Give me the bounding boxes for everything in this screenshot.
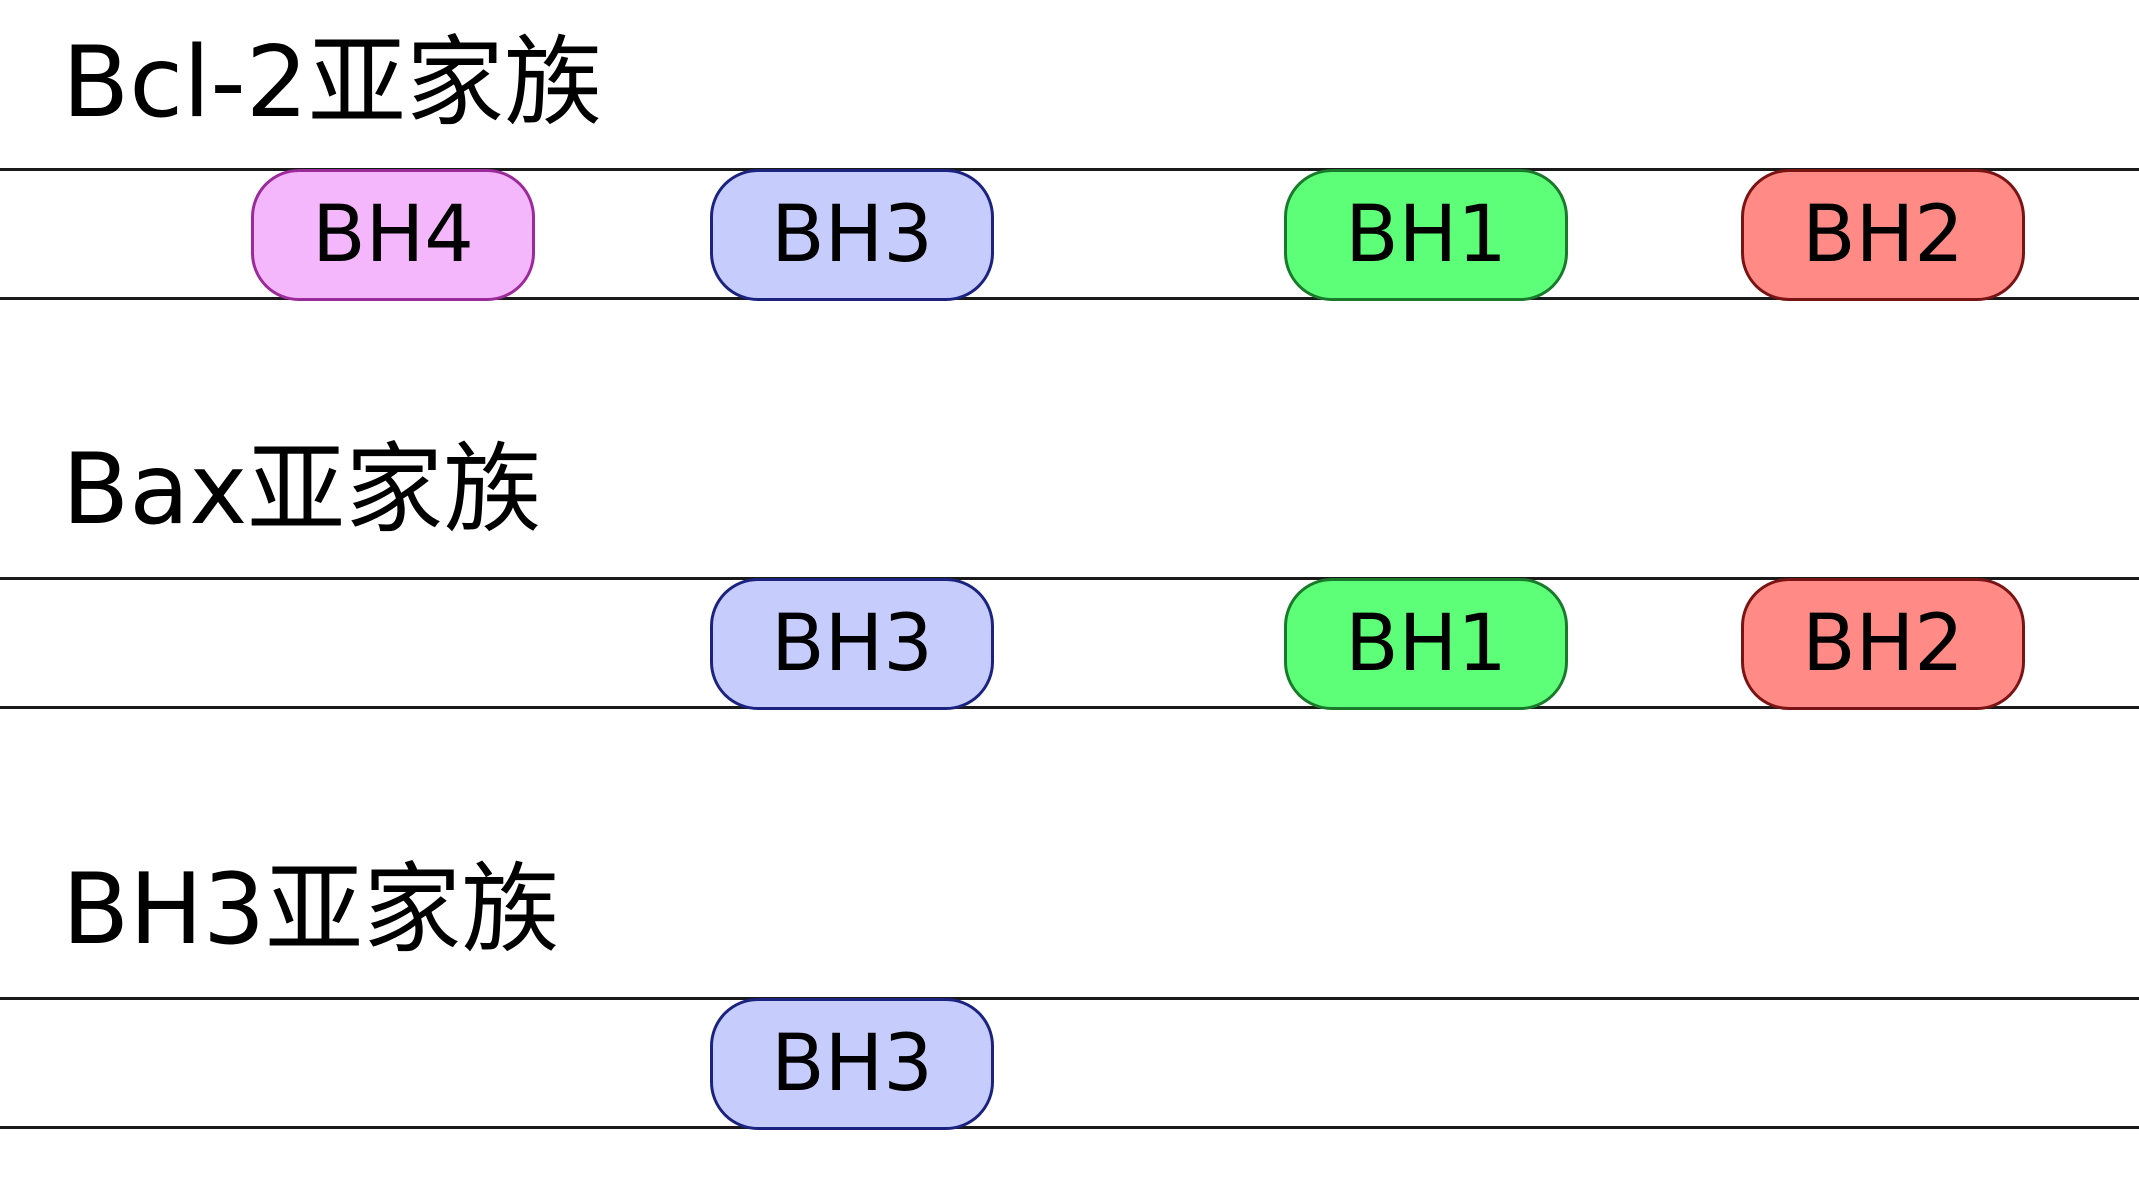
domain-bh1: BH1 <box>1284 169 1568 301</box>
domain-track-bcl2: BH4 BH3 BH1 BH2 <box>0 168 2139 301</box>
domain-bh3: BH3 <box>710 169 994 301</box>
domain-bh3: BH3 <box>710 998 994 1130</box>
domain-bh2: BH2 <box>1741 578 2025 710</box>
domain-bh4: BH4 <box>251 169 535 301</box>
domain-track-bax: BH3 BH1 BH2 <box>0 577 2139 710</box>
domain-bh3: BH3 <box>710 578 994 710</box>
domain-bh1: BH1 <box>1284 578 1568 710</box>
family-title-bcl2: Bcl-2亚家族 <box>62 26 603 140</box>
family-title-bax: Bax亚家族 <box>62 433 542 547</box>
domain-track-bh3: BH3 <box>0 997 2139 1130</box>
domain-bh2: BH2 <box>1741 169 2025 301</box>
family-title-bh3: BH3亚家族 <box>62 853 560 967</box>
